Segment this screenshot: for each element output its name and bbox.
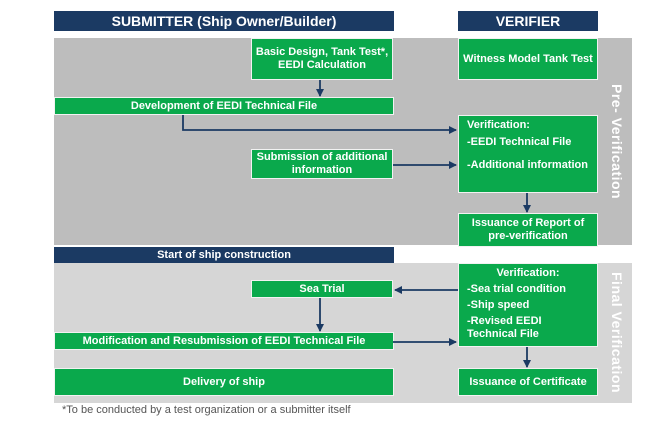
pre-verification-title: Verification:	[467, 119, 530, 131]
submitter-header: SUBMITTER (Ship Owner/Builder)	[54, 11, 394, 31]
verifier-header: VERIFIER	[458, 11, 598, 31]
arrow-development-to-verification	[182, 115, 457, 134]
final-verification-title: Verification:	[496, 267, 560, 279]
basic-design-box: Basic Design, Tank Test*, EEDI Calculati…	[251, 38, 393, 80]
pre-verification-item: -Additional information	[467, 159, 588, 171]
pre-verification-label: Pre- Verification	[609, 83, 625, 200]
final-verification-item: -Revised EEDI Technical File	[467, 315, 542, 340]
submission-box: Submission of additional information	[251, 149, 393, 179]
development-box: Development of EEDI Technical File	[54, 97, 394, 115]
sea-trial-box: Sea Trial	[251, 280, 393, 298]
issuance-certificate-box: Issuance of Certificate	[458, 368, 598, 396]
final-verification-item: -Sea trial condition	[467, 283, 567, 295]
final-verification-label: Final Verification	[609, 272, 625, 394]
issuance-report-box: Issuance of Report of pre-verification	[458, 213, 598, 247]
pre-verification-item: -EEDI Technical File	[467, 136, 572, 148]
modification-box: Modification and Resubmission of EEDI Te…	[54, 332, 394, 350]
start-construction-bar: Start of ship construction	[54, 247, 394, 263]
final-verification-item: -Ship speed	[467, 299, 530, 311]
delivery-box: Delivery of ship	[54, 368, 394, 396]
footnote: *To be conducted by a test organization …	[62, 404, 351, 416]
final-verification-box: Verification: -Sea trial condition -Ship…	[458, 263, 598, 347]
witness-model-tank-test-box: Witness Model Tank Test	[458, 38, 598, 80]
pre-verification-box: Verification: -EEDI Technical File -Addi…	[458, 115, 598, 193]
